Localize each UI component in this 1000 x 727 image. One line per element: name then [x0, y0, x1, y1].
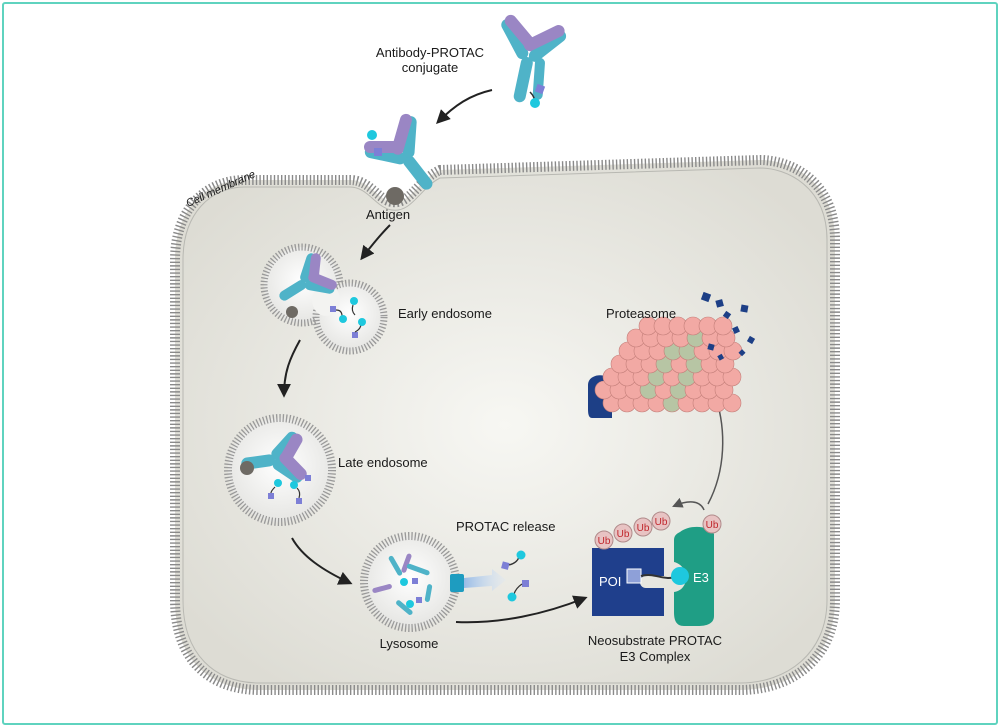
- poi-ligand-bound: [626, 568, 642, 584]
- antigen-icon: [240, 461, 254, 475]
- transporter-icon: [450, 574, 464, 592]
- poi-ligand-icon: [358, 318, 366, 326]
- e3-ligand-icon: [522, 580, 529, 587]
- bound-antibody: Antigen: [364, 113, 433, 222]
- antibody-protac-conjugate: Antibody-PROTAC conjugate: [376, 14, 567, 108]
- complex-label-line1: Neosubstrate PROTAC: [588, 633, 722, 648]
- poi-ligand-icon: [507, 592, 517, 602]
- poi-ligand-icon: [367, 130, 377, 140]
- lysosome: [360, 532, 506, 632]
- poi-ligand-icon: [516, 550, 526, 560]
- lysosome-label: Lysosome: [380, 636, 439, 651]
- e3-ligand-icon: [416, 597, 422, 603]
- poi-ligand-icon: [400, 578, 408, 586]
- conjugate-label-line1: Antibody-PROTAC: [376, 45, 484, 60]
- ub-bead: [651, 511, 671, 531]
- peptide-fragments: [700, 291, 756, 361]
- poi-ligand-icon: [530, 98, 540, 108]
- e3-ligand-bound: [671, 567, 689, 585]
- e3-ligand-icon: [374, 148, 382, 156]
- arrow-internalize: [360, 224, 391, 261]
- poi-label: POI: [599, 574, 621, 589]
- proteasome: [588, 316, 743, 418]
- complex-label-line2: E3 Complex: [620, 649, 691, 664]
- antibody-icon: [279, 253, 337, 301]
- antigen-icon: [386, 187, 404, 205]
- early-endosome-label: Early endosome: [398, 306, 492, 321]
- late-endosome-label: Late endosome: [338, 455, 428, 470]
- e3-ligand-icon: [534, 83, 546, 95]
- ub-label: Ub: [598, 536, 611, 547]
- arrow-maturation-1: [277, 339, 301, 398]
- e3-ligand-icon: [412, 578, 418, 584]
- e3-ligand-icon: [330, 306, 336, 312]
- antibody-icon: [364, 113, 433, 190]
- antigen-label: Antigen: [366, 207, 410, 222]
- antibody-icon: [501, 14, 567, 103]
- ub-bead: [702, 514, 722, 534]
- antibody-icon: [241, 431, 307, 483]
- ub-bead: [613, 523, 633, 543]
- release-arrow: [464, 569, 506, 591]
- ub-label: Ub: [706, 520, 719, 531]
- ub-bead: [594, 530, 614, 550]
- early-endosome: [260, 243, 388, 355]
- cell-membrane-inner: [182, 167, 828, 684]
- poi-ligand-icon: [350, 297, 358, 305]
- e3-ligand-icon: [296, 498, 302, 504]
- arrow-ub-transfer: [672, 497, 705, 511]
- ub-label: Ub: [637, 523, 650, 534]
- proteasome-subunit: [713, 316, 733, 336]
- arrow-maturation-2: [291, 537, 353, 585]
- ub-label: Ub: [655, 517, 668, 528]
- antigen-icon: [286, 306, 298, 318]
- e3-ligand-icon: [305, 475, 311, 481]
- late-endosome: [224, 414, 336, 526]
- e3-label: E3: [693, 570, 709, 585]
- poi-ligand-icon: [406, 600, 414, 608]
- released-protacs: [501, 550, 529, 602]
- e3-protein: [674, 526, 714, 626]
- e3-ligand-icon: [352, 332, 358, 338]
- ub-bead: [633, 517, 653, 537]
- e3-ligand-icon: [501, 561, 510, 570]
- protac-release-label: PROTAC release: [456, 519, 555, 534]
- ub-label: Ub: [617, 529, 630, 540]
- poi-ligand-icon: [274, 479, 282, 487]
- poi-ligand-icon: [339, 315, 347, 323]
- conjugate-label-line2: conjugate: [402, 60, 458, 75]
- arrow-to-complex: [455, 595, 588, 624]
- arrow-bind: [436, 89, 493, 124]
- ubiquitin-chain: Ub Ub Ub Ub Ub: [594, 511, 722, 550]
- proteasome-label: Proteasome: [606, 306, 676, 321]
- ternary-complex: POI E3 Ub Ub Ub Ub Ub: [592, 511, 722, 626]
- poi-ligand-icon: [290, 481, 298, 489]
- e3-ligand-icon: [268, 493, 274, 499]
